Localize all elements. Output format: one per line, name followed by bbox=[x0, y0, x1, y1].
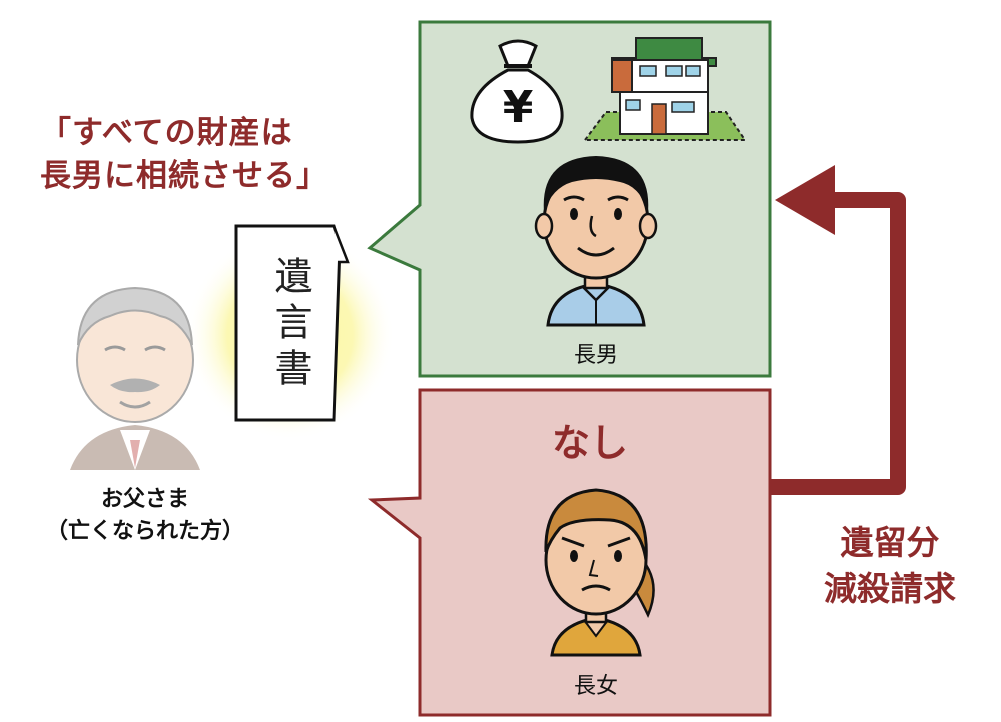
claim-label-line1: 遺留分 bbox=[840, 523, 940, 562]
eldest-daughter-figure bbox=[544, 488, 655, 657]
claim-label-line2: 減殺請求 bbox=[824, 569, 956, 608]
father-figure bbox=[70, 286, 200, 470]
eldest-son-label: 長男 bbox=[573, 343, 618, 368]
eldest-daughter-share: なし bbox=[551, 421, 628, 465]
eldest-son-figure bbox=[534, 156, 658, 327]
father-label: お父さま （亡くなられた方） bbox=[20, 484, 270, 548]
yen-symbol: ¥ bbox=[502, 82, 534, 133]
will-quote-line1: 「すべての財産は bbox=[40, 115, 293, 151]
claim-label: 遺留分 減殺請求 bbox=[790, 520, 990, 612]
will-quote: 「すべての財産は 長男に相続させる」 bbox=[40, 112, 380, 198]
money-bag-icon bbox=[470, 39, 564, 144]
claim-arrow bbox=[770, 165, 906, 495]
will-document bbox=[234, 224, 350, 422]
father-label-line1: お父さま bbox=[100, 487, 189, 512]
will-document-text: 遺言書 bbox=[268, 256, 312, 394]
eldest-daughter-label: 長女 bbox=[573, 674, 618, 699]
house-icon bbox=[583, 37, 747, 141]
will-quote-line2: 長男に相続させる」 bbox=[40, 158, 328, 194]
father-label-line2: （亡くなられた方） bbox=[45, 519, 244, 544]
